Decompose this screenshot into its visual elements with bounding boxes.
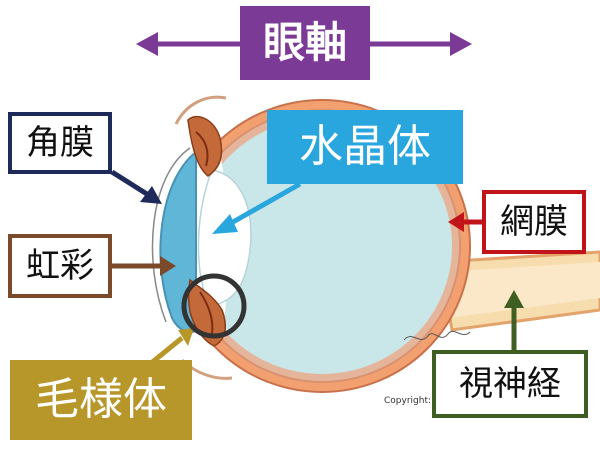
cornea-label: 角膜 <box>8 112 112 174</box>
ciliary-body-arrow <box>148 328 194 366</box>
retina-arrow <box>448 212 482 232</box>
lens-shape <box>197 169 252 307</box>
ciliary-highlight-circle <box>181 273 247 339</box>
optic-nerve-label: 視神経 <box>432 350 588 418</box>
signature <box>403 330 471 341</box>
lens-arrow <box>212 181 302 234</box>
cornea-outline <box>151 147 191 323</box>
copyright-text: Copyright: <box>384 396 432 406</box>
optic-nerve-band <box>442 262 600 318</box>
upper-iris-detail <box>195 131 209 167</box>
cornea-arrow <box>110 169 162 204</box>
upper-iris <box>187 115 223 177</box>
optic-nerve-arrow <box>504 290 524 350</box>
axial-length-label: 眼軸 <box>240 6 370 80</box>
iris-label: 虹彩 <box>8 234 112 298</box>
iris-arrow <box>112 256 176 276</box>
retina-label: 網膜 <box>482 190 586 254</box>
axial-length-arrow <box>136 32 472 56</box>
lens-label: 水晶体 <box>267 110 463 184</box>
ciliary-body-label: 毛様体 <box>10 360 192 440</box>
eyelid-upper <box>174 95 227 125</box>
lower-iris-detail <box>199 291 214 335</box>
